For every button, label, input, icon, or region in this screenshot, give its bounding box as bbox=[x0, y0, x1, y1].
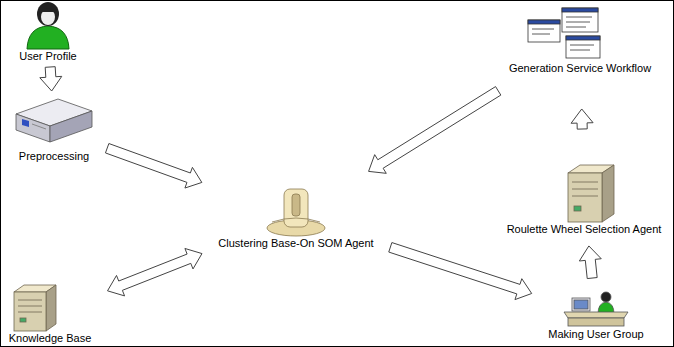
workflow-icon bbox=[528, 8, 600, 58]
node-label: Roulette Wheel Selection Agent bbox=[507, 223, 662, 236]
node-label: Generation Service Workflow bbox=[509, 62, 651, 75]
icon-node: Clustering Base-On SOM Agent bbox=[215, 183, 377, 250]
server-icon bbox=[14, 285, 56, 331]
block-arrow bbox=[369, 87, 501, 174]
device-icon bbox=[16, 99, 92, 142]
node-label: Making User Group bbox=[548, 328, 643, 341]
node-label: Clustering Base-On SOM Agent bbox=[218, 237, 373, 250]
block-arrow bbox=[40, 67, 62, 91]
block-arrow bbox=[579, 246, 601, 279]
group-icon bbox=[564, 292, 628, 326]
server-icon bbox=[568, 165, 614, 222]
node-label: Preprocessing bbox=[19, 150, 89, 163]
icon-node: Preprocessing bbox=[14, 95, 94, 163]
node-label: User Profile bbox=[19, 50, 76, 63]
block-arrow bbox=[105, 144, 201, 189]
block-arrow bbox=[571, 109, 593, 129]
block-arrow bbox=[389, 243, 532, 300]
icon-node: Roulette Wheel Selection Agent bbox=[504, 163, 665, 236]
icon-node: User Profile bbox=[16, 0, 80, 63]
icon-node: Generation Service Workflow bbox=[506, 5, 655, 75]
node-label: Knowledge Base bbox=[9, 332, 92, 345]
icon-node: Knowledge Base bbox=[6, 282, 95, 345]
agent-icon bbox=[267, 189, 325, 236]
block-arrow bbox=[108, 248, 202, 295]
user-icon bbox=[27, 2, 69, 49]
icon-node: Making User Group bbox=[545, 288, 647, 341]
